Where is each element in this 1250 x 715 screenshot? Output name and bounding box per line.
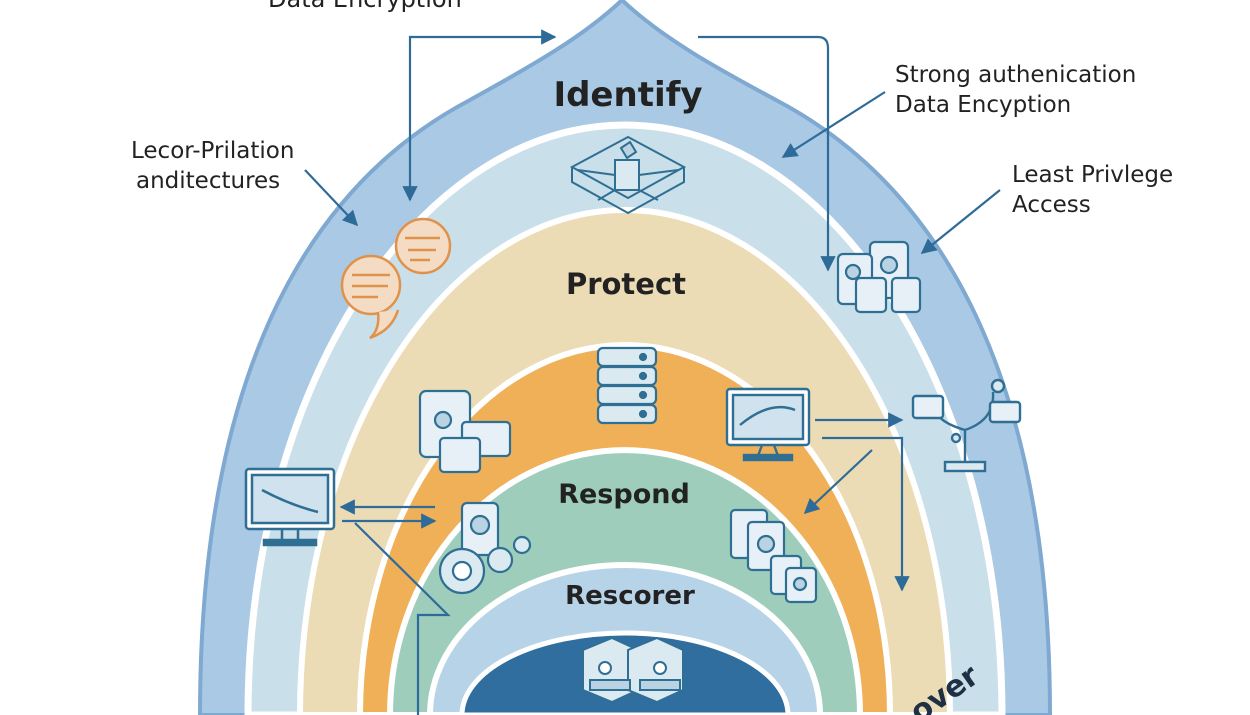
arrow-left-annotation bbox=[304, 169, 359, 227]
right-top-annotation-line-2: Data Encyption bbox=[895, 92, 1071, 118]
protect-label: Protect bbox=[566, 267, 686, 301]
desktop-monitor-icon bbox=[244, 467, 336, 547]
tablet-devices-icon bbox=[418, 389, 512, 474]
respond-label: Respond bbox=[558, 479, 690, 510]
network-tree-icon bbox=[911, 378, 1022, 473]
right-mid-annotation-line-2: Access bbox=[1012, 192, 1091, 218]
network-cube-icon bbox=[569, 135, 687, 215]
arrow-right-branch bbox=[803, 449, 873, 515]
chat-bubbles-icon bbox=[340, 217, 452, 340]
arrow-top-left-loop bbox=[402, 29, 557, 202]
arrow-top-right-loop bbox=[698, 35, 836, 272]
document-stack-icon bbox=[729, 508, 818, 604]
right-mid-annotation-line-1: Least Privlege bbox=[1012, 162, 1173, 188]
monitor-icon bbox=[725, 387, 811, 462]
connector-lines bbox=[304, 29, 1001, 715]
arrow-right-down bbox=[822, 436, 910, 592]
identify-label: Identify bbox=[553, 75, 702, 115]
data-center-icon bbox=[582, 636, 684, 704]
rescorer-label: Rescorer bbox=[565, 581, 695, 611]
server-stack-icon bbox=[596, 346, 658, 425]
phone-gears-icon bbox=[438, 501, 532, 595]
right-top-annotation-line-1: Strong authenication bbox=[895, 62, 1136, 88]
arrow-right-top-annotation bbox=[781, 91, 886, 158]
left-annotation-line-2: anditectures bbox=[136, 168, 280, 194]
arrow-right-mid-annotation bbox=[920, 189, 1001, 254]
left-annotation-line-1: Lecor-Prilation bbox=[131, 138, 294, 164]
arrow-left-down bbox=[354, 522, 451, 715]
top-cut-annotation: Data Encryption bbox=[268, 0, 462, 13]
mobile-devices-icon bbox=[836, 240, 922, 314]
